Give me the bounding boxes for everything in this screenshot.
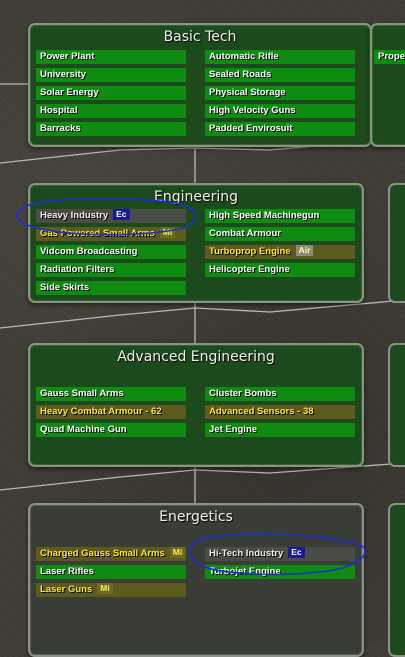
tech-advanced-sensors[interactable]: Advanced Sensors - 38 (205, 405, 355, 419)
engineering-title: Engineering (154, 189, 238, 205)
tech-heavy-industry[interactable]: Heavy Industry Ec (36, 209, 186, 223)
tech-turboprop-engine-label: Turboprop Engine (209, 246, 291, 257)
engineering-neighbor-panel-edge (388, 183, 405, 303)
military-badge: Mi (97, 583, 113, 594)
tech-helicopter-engine[interactable]: Helicopter Engine (205, 263, 355, 277)
tech-laser-rifles[interactable]: Laser Rifles (36, 565, 186, 579)
tech-charged-gauss-small-arms-label: Charged Gauss Small Arms (40, 548, 165, 559)
tech-quad-machine-gun[interactable]: Quad Machine Gun (36, 423, 186, 437)
tech-barracks[interactable]: Barracks (36, 122, 186, 136)
tech-charged-gauss-small-arms[interactable]: Charged Gauss Small Arms Mi (36, 547, 186, 561)
tech-propel[interactable]: Propel (374, 50, 405, 64)
tech-vidcom-broadcasting[interactable]: Vidcom Broadcasting (36, 245, 186, 259)
economy-badge: Ec (113, 209, 130, 220)
tech-laser-guns-label: Laser Guns (40, 584, 93, 595)
tech-high-velocity-guns[interactable]: High Velocity Guns (205, 104, 355, 118)
tech-sealed-roads[interactable]: Sealed Roads (205, 68, 355, 82)
tech-gauss-small-arms[interactable]: Gauss Small Arms (36, 387, 186, 401)
advanced-neighbor-panel-edge (388, 343, 405, 467)
tech-combat-armour[interactable]: Combat Armour (205, 227, 355, 241)
economy-badge: Ec (288, 547, 305, 558)
tech-side-skirts[interactable]: Side Skirts (36, 281, 186, 295)
tech-radiation-filters[interactable]: Radiation Filters (36, 263, 186, 277)
energetics-neighbor-panel-edge (388, 503, 405, 657)
tech-solar-energy[interactable]: Solar Energy (36, 86, 186, 100)
tech-turbojet-engine[interactable]: Turbojet Engine (205, 565, 355, 579)
tech-turboprop-engine[interactable]: Turboprop Engine Air (205, 245, 355, 259)
tech-hospital[interactable]: Hospital (36, 104, 186, 118)
advanced-engineering-title: Advanced Engineering (117, 349, 275, 365)
tech-physical-storage[interactable]: Physical Storage (205, 86, 355, 100)
basic-tech-panel: Basic Tech Power Plant University Solar … (28, 23, 372, 147)
basic-tech-title: Basic Tech (163, 29, 237, 45)
tech-jet-engine[interactable]: Jet Engine (205, 423, 355, 437)
tech-gas-powered-small-arms-label: Gas Powered Small Arms (40, 228, 155, 239)
military-badge: Mi (159, 227, 176, 238)
tech-heavy-industry-label: Heavy Industry (40, 210, 109, 221)
tech-power-plant[interactable]: Power Plant (36, 50, 186, 64)
advanced-engineering-panel: Advanced Engineering Gauss Small Arms He… (28, 343, 364, 467)
tech-cluster-bombs[interactable]: Cluster Bombs (205, 387, 355, 401)
energetics-title: Energetics (159, 509, 233, 525)
tech-hi-tech-industry-label: Hi-Tech Industry (209, 548, 284, 559)
tech-gas-powered-small-arms[interactable]: Gas Powered Small Arms Mi (36, 227, 186, 241)
tech-university[interactable]: University (36, 68, 186, 82)
tech-automatic-rifle[interactable]: Automatic Rifle (205, 50, 355, 64)
tech-hi-tech-industry[interactable]: Hi-Tech Industry Ec (205, 547, 355, 561)
tech-padded-envirosuit[interactable]: Padded Envirosuit (205, 122, 355, 136)
tech-laser-guns[interactable]: Laser Guns Mi (36, 583, 186, 597)
tech-high-speed-machinegun[interactable]: High Speed Machinegun (205, 209, 355, 223)
engineering-panel: Engineering Heavy Industry Ec Gas Powered… (28, 183, 364, 303)
tech-heavy-combat-armour[interactable]: Heavy Combat Armour - 62 (36, 405, 186, 419)
air-badge: Air (295, 245, 314, 256)
military-badge: Mi (169, 547, 186, 558)
propulsion-panel-edge: Propel (370, 23, 405, 147)
